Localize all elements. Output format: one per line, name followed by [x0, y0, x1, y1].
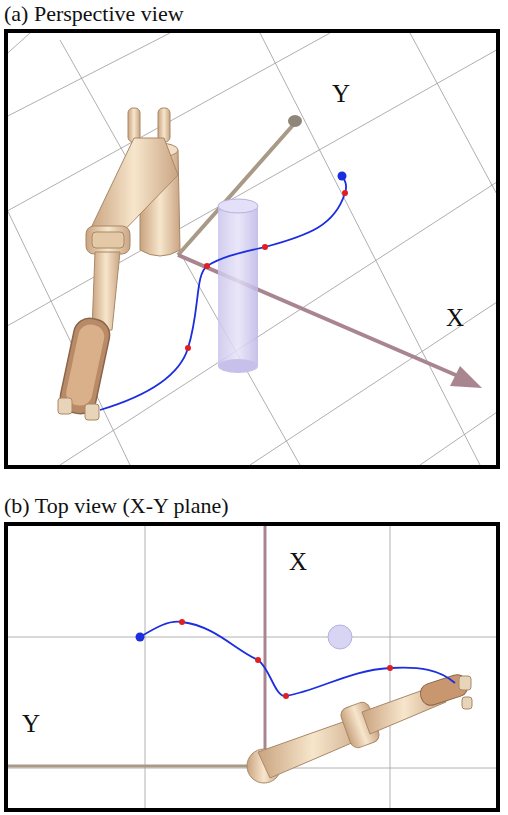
panel-heading: (a) Perspective view	[4, 2, 184, 26]
axis-label: X	[446, 304, 464, 332]
top-view	[8, 526, 496, 808]
panel-frame	[6, 31, 498, 467]
panel-frame	[6, 524, 498, 810]
axis-label: Y	[332, 80, 350, 108]
perspective-view	[8, 33, 496, 465]
panel-heading: (b) Top view (X-Y plane)	[4, 494, 229, 518]
axis-label: Y	[22, 710, 40, 738]
axis-label: X	[289, 548, 307, 576]
